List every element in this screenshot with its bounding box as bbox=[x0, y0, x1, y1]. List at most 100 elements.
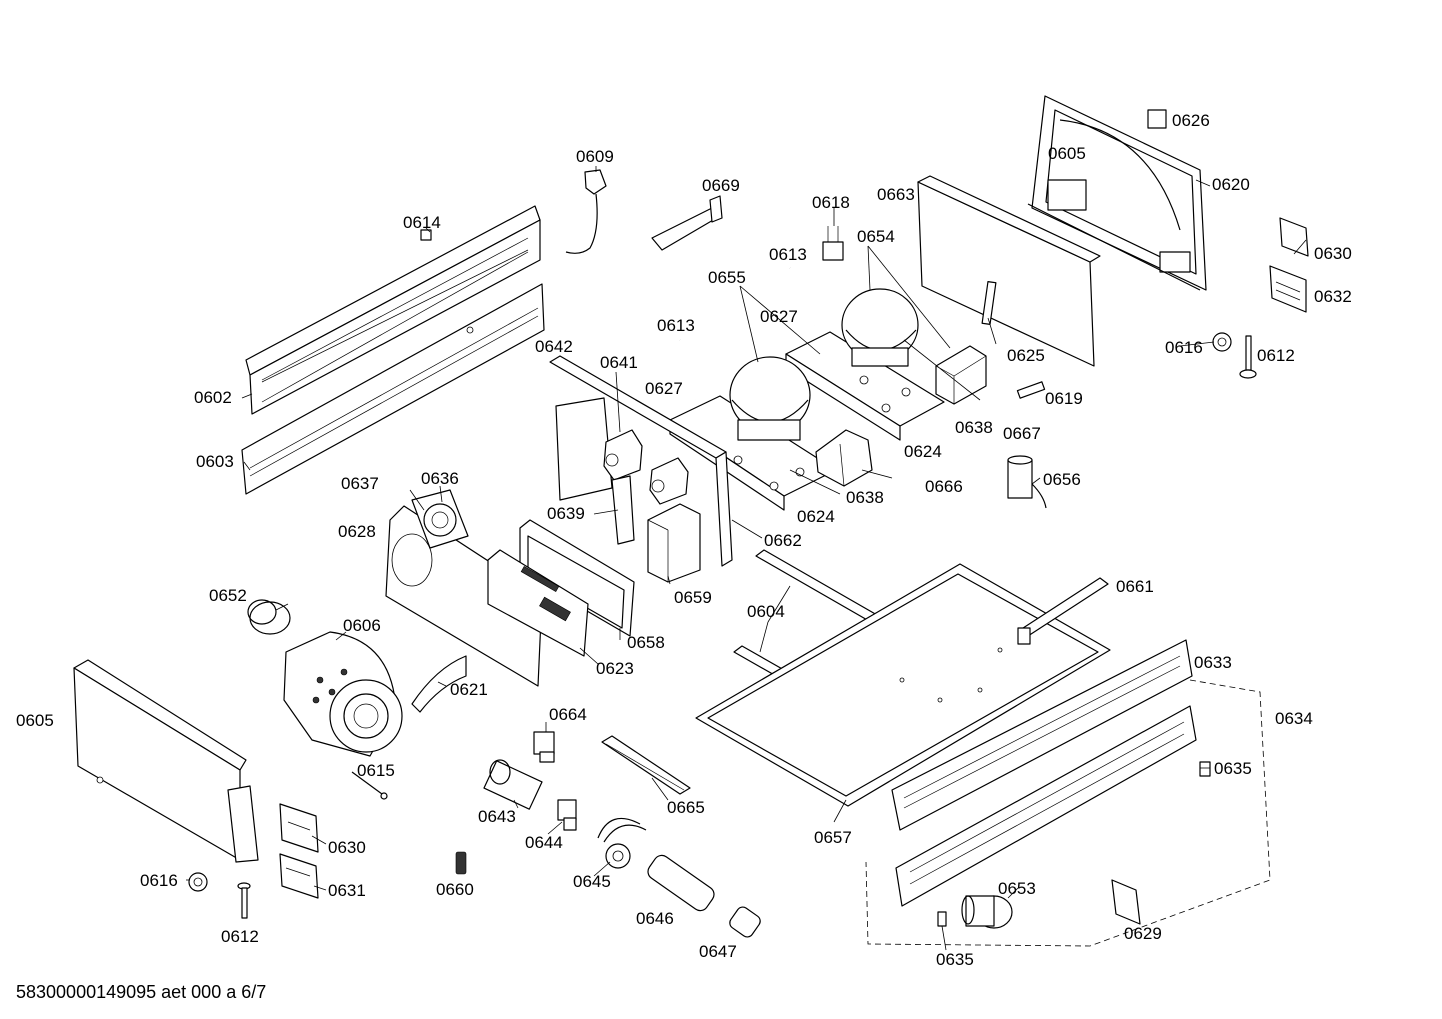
spring-0660 bbox=[455, 851, 467, 875]
control-box-0667 bbox=[935, 345, 987, 405]
clip-0635-bottom bbox=[937, 911, 947, 927]
bracket-0669 bbox=[651, 195, 723, 251]
blower-0606 bbox=[283, 631, 403, 757]
label-0623: 0623 bbox=[596, 659, 634, 678]
label-0664: 0664 bbox=[549, 705, 587, 724]
label-0606: 0606 bbox=[343, 616, 381, 635]
bracket-0621 bbox=[411, 655, 467, 713]
label-0624-rear: 0624 bbox=[904, 442, 942, 461]
housing-0659 bbox=[647, 503, 701, 583]
valve-0644 bbox=[557, 799, 577, 831]
tube-0646 bbox=[647, 854, 715, 912]
label-0661: 0661 bbox=[1116, 577, 1154, 596]
label-0612-upper: 0612 bbox=[1257, 346, 1295, 365]
label-0629: 0629 bbox=[1124, 924, 1162, 943]
bracket-0630-upper bbox=[1279, 217, 1309, 257]
label-0621: 0621 bbox=[450, 680, 488, 699]
label-0639: 0639 bbox=[547, 504, 585, 523]
label-0616-lower: 0616 bbox=[140, 871, 178, 890]
label-0653: 0653 bbox=[998, 879, 1036, 898]
label-0654: 0654 bbox=[857, 227, 895, 246]
label-0645: 0645 bbox=[573, 872, 611, 891]
label-0615: 0615 bbox=[357, 761, 395, 780]
label-0657: 0657 bbox=[814, 828, 852, 847]
label-0666: 0666 bbox=[925, 477, 963, 496]
label-0602: 0602 bbox=[194, 388, 232, 407]
cylinder-0653 bbox=[961, 895, 1013, 929]
strap-0665 bbox=[601, 735, 691, 795]
label-0633: 0633 bbox=[1194, 653, 1232, 672]
foot-0616-lower bbox=[188, 872, 208, 892]
valve-second bbox=[649, 457, 689, 505]
label-0620: 0620 bbox=[1212, 175, 1250, 194]
cylinder-0643 bbox=[483, 759, 543, 810]
label-0619: 0619 bbox=[1045, 389, 1083, 408]
motor-unit-0666 bbox=[815, 429, 873, 487]
clip-0626 bbox=[1147, 109, 1167, 129]
label-0667: 0667 bbox=[1003, 424, 1041, 443]
fan-0636 bbox=[411, 489, 469, 549]
label-0609: 0609 bbox=[576, 147, 614, 166]
label-0665: 0665 bbox=[667, 798, 705, 817]
channel-0639 bbox=[611, 475, 635, 545]
power-cord-0609 bbox=[565, 169, 607, 254]
label-0605-lower: 0605 bbox=[16, 711, 54, 730]
terminal-0619 bbox=[1016, 381, 1046, 399]
label-0625: 0625 bbox=[1007, 346, 1045, 365]
label-0627-upper: 0627 bbox=[760, 307, 798, 326]
document-id: 58300000149095 aet 000 a 6/7 bbox=[16, 982, 267, 1002]
label-0655: 0655 bbox=[708, 268, 746, 287]
plug-0614 bbox=[420, 229, 432, 241]
label-0618: 0618 bbox=[812, 193, 850, 212]
foot-0616-upper bbox=[1212, 332, 1232, 352]
capacitor-0656 bbox=[1007, 455, 1047, 509]
label-0635-right: 0635 bbox=[1214, 759, 1252, 778]
frame-panel-0642 bbox=[549, 355, 733, 567]
bracket-0629 bbox=[1111, 879, 1141, 925]
panel-0628 bbox=[385, 505, 543, 687]
label-0647: 0647 bbox=[699, 942, 737, 961]
label-0626: 0626 bbox=[1172, 111, 1210, 130]
label-0612-lower: 0612 bbox=[221, 927, 259, 946]
cover-0632 bbox=[1269, 265, 1307, 313]
label-0630-upper: 0630 bbox=[1314, 244, 1352, 263]
bracket-0661 bbox=[1017, 577, 1109, 645]
wire-harness-0645 bbox=[597, 817, 647, 869]
label-0604: 0604 bbox=[747, 602, 785, 621]
label-0614: 0614 bbox=[403, 213, 441, 232]
label-0638-upper: 0638 bbox=[955, 418, 993, 437]
clip-0635-right bbox=[1199, 761, 1211, 777]
tube-0613-lower bbox=[678, 338, 699, 401]
label-0656: 0656 bbox=[1043, 470, 1081, 489]
label-0635-bottom: 0635 bbox=[936, 950, 974, 969]
base-tray-0657 bbox=[695, 563, 1111, 807]
valve-0641 bbox=[603, 429, 643, 481]
rail-panel-0603 bbox=[241, 283, 545, 495]
bracket-0630-lower bbox=[279, 803, 319, 853]
label-0603: 0603 bbox=[196, 452, 234, 471]
label-0616-upper: 0616 bbox=[1165, 338, 1203, 357]
cover-0631 bbox=[279, 853, 319, 899]
back-panel-0663 bbox=[917, 175, 1101, 367]
tube-0613-upper bbox=[788, 266, 816, 327]
label-0638-lower: 0638 bbox=[846, 488, 884, 507]
label-0630-lower: 0630 bbox=[328, 838, 366, 857]
label-0646: 0646 bbox=[636, 909, 674, 928]
label-0652: 0652 bbox=[209, 586, 247, 605]
condenser-frame-0620 bbox=[1027, 95, 1207, 291]
label-0624-front: 0624 bbox=[797, 507, 835, 526]
label-0634: 0634 bbox=[1275, 709, 1313, 728]
relay-0618 bbox=[822, 226, 844, 261]
leader-lines bbox=[186, 166, 1307, 951]
label-0637: 0637 bbox=[341, 474, 379, 493]
label-0660: 0660 bbox=[436, 880, 474, 899]
cylinder-0652 bbox=[247, 599, 291, 635]
label-0627-lower: 0627 bbox=[645, 379, 683, 398]
label-0631: 0631 bbox=[328, 881, 366, 900]
label-0644: 0644 bbox=[525, 833, 563, 852]
housing-0605-lower bbox=[73, 659, 259, 863]
screw-0612-upper bbox=[1239, 335, 1257, 379]
compressor-0654 bbox=[841, 288, 919, 367]
label-0605-upper: 0605 bbox=[1048, 144, 1086, 163]
